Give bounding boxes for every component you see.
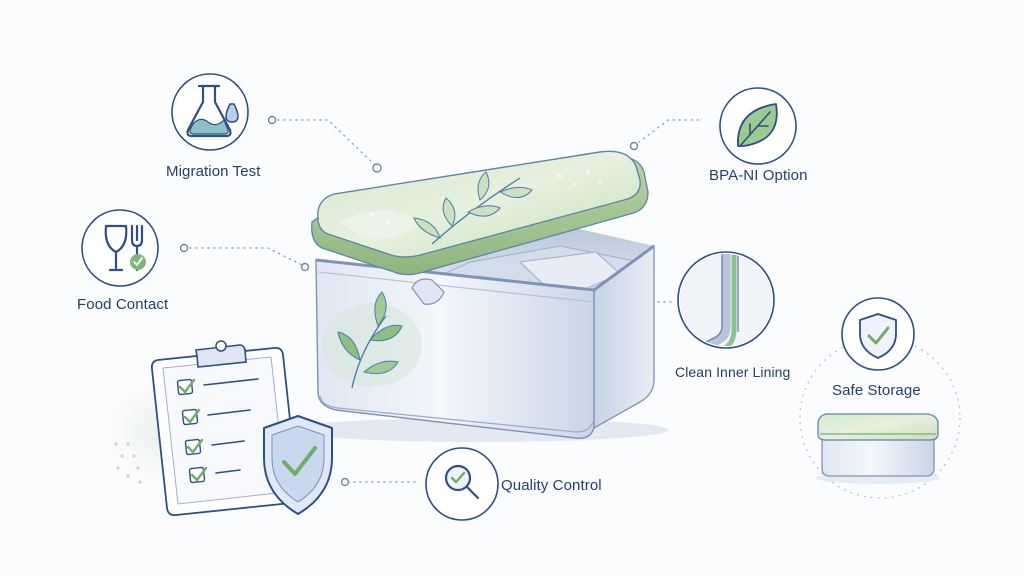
connector-node	[372, 163, 382, 173]
lid-leaf-motif	[413, 171, 533, 245]
flask-droplet-icon	[171, 73, 249, 151]
leaf-sprig-decoration	[337, 291, 403, 389]
connector-node	[340, 477, 350, 487]
glass-fork-check-icon	[81, 209, 159, 287]
connector-food-contact	[183, 247, 305, 267]
connector-node	[179, 243, 189, 253]
food-contact-label: Food Contact	[77, 296, 169, 313]
checklist-rows	[176, 378, 259, 484]
connector-node	[629, 141, 639, 151]
open-tin-container	[288, 226, 668, 442]
connector-node	[300, 262, 310, 272]
checklist-clipboard-icon	[100, 340, 333, 517]
safe-storage-group	[799, 297, 961, 499]
migration-test-label: Migration Test	[166, 163, 261, 180]
shield-check-icon	[263, 415, 333, 515]
connector-node	[267, 115, 277, 125]
connector-migration-test	[271, 119, 377, 167]
clean-inner-lining-label: Clean Inner Lining	[675, 364, 791, 380]
quality-control-label: Quality Control	[501, 477, 602, 494]
safe-storage-label: Safe Storage	[832, 382, 921, 399]
leaf-icon	[719, 87, 797, 165]
closed-tin-icon	[816, 413, 940, 484]
connector-bpa-ni-option	[633, 119, 701, 147]
shield-check-icon	[841, 297, 915, 371]
magnifier-check-icon	[425, 447, 499, 521]
bpa-ni-option-label: BPA-NI Option	[709, 167, 808, 184]
lining-detail-icon	[677, 251, 775, 349]
tin-lid	[311, 150, 649, 276]
